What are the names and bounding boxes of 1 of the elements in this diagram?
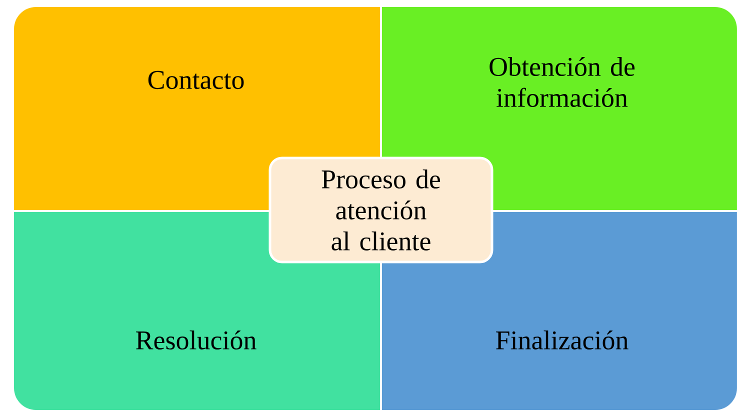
center-box: Proceso de atención al cliente [268,156,494,264]
